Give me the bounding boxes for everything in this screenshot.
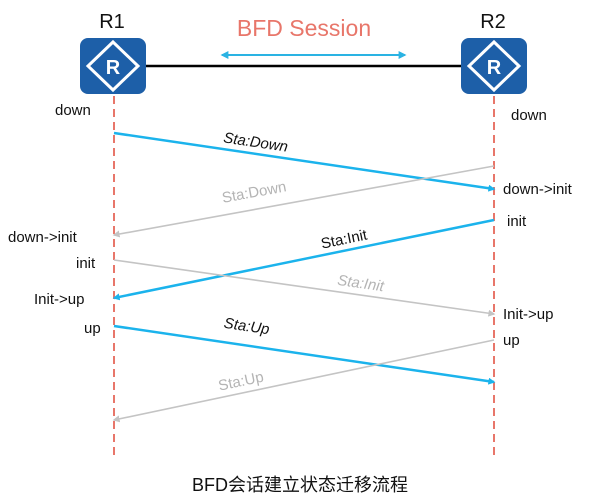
msg-r1-r2-sta-init xyxy=(113,259,496,317)
session-label: BFD Session xyxy=(237,15,371,41)
router-r1-icon: R xyxy=(80,38,146,94)
msg-r1-r2-sta-init-label: Sta:Init xyxy=(336,272,385,296)
msg-r1-r2-sta-up xyxy=(113,324,496,385)
msg-r2-r1-sta-down xyxy=(112,165,495,238)
msg-r1-r2-sta-down-label: Sta:Down xyxy=(222,129,289,155)
router-r1-letter: R xyxy=(106,57,121,79)
msg-r2-r1-sta-init xyxy=(112,218,495,301)
msg-r1-r2-sta-down xyxy=(113,131,496,192)
r2-state-init-up: Init->up xyxy=(503,306,553,323)
r1-state-up: up xyxy=(84,320,101,337)
msg-r2-r1-sta-up-label: Sta:Up xyxy=(217,369,265,395)
r1-state-init: init xyxy=(76,255,96,272)
router-r1-name: R1 xyxy=(99,11,125,33)
msg-r1-r2-sta-up-label: Sta:Up xyxy=(223,315,271,339)
r1-state-down: down xyxy=(55,102,91,119)
router-r2-name: R2 xyxy=(480,11,506,33)
r2-state-up: up xyxy=(503,332,520,349)
router-r2-letter: R xyxy=(487,57,502,79)
r2-state-down: down xyxy=(511,107,547,124)
r2-state-init: init xyxy=(507,213,527,230)
msg-r2-r1-sta-down-label: Sta:Down xyxy=(221,178,288,206)
diagram-caption: BFD会话建立状态迁移流程 xyxy=(192,475,408,495)
router-r2-icon: R xyxy=(461,38,527,94)
msg-r2-r1-sta-init-label: Sta:Init xyxy=(320,226,370,252)
r2-state-down-init: down->init xyxy=(503,181,573,198)
r1-state-init-up: Init->up xyxy=(34,291,84,308)
r1-state-down-init: down->init xyxy=(8,229,78,246)
msg-r2-r1-sta-up xyxy=(112,339,495,423)
